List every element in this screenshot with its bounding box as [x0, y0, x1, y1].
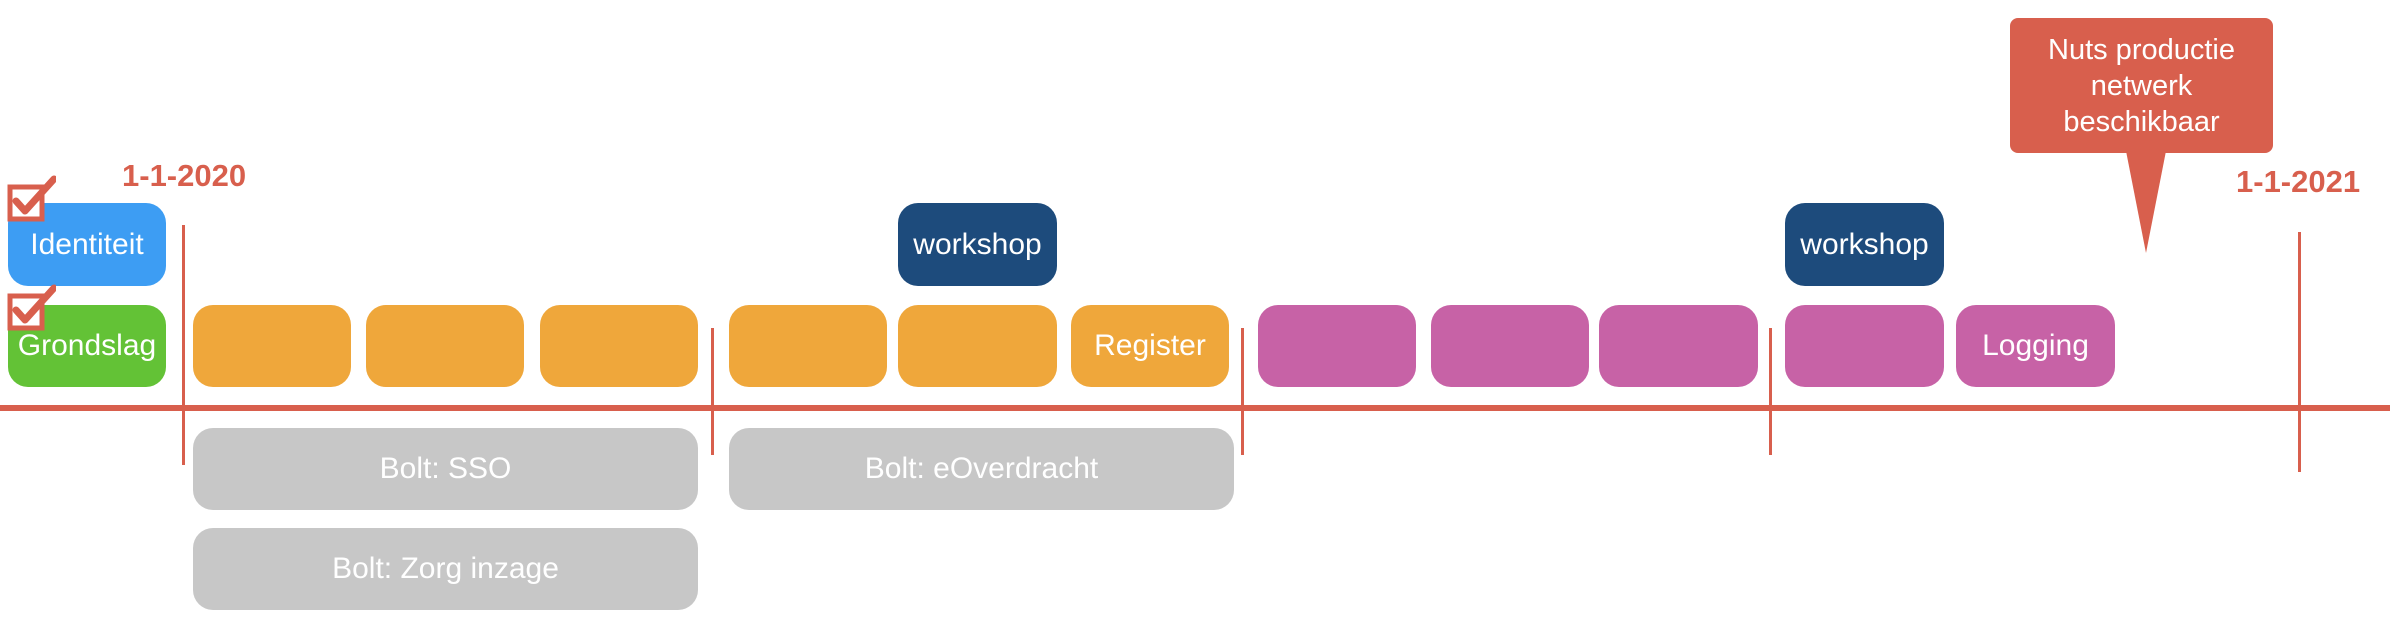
- orange-block: [193, 305, 351, 387]
- logging-label: Logging: [1982, 329, 2089, 362]
- milestone-callout: Nuts productie netwerk beschikbaar: [2010, 18, 2273, 153]
- logging-block: Logging: [1956, 305, 2115, 387]
- timeline-axis: [0, 405, 2390, 411]
- identiteit-block: Identiteit: [8, 203, 166, 286]
- grondslag-label: Grondslag: [17, 329, 157, 362]
- register-label: Register: [1094, 329, 1206, 362]
- register-block: Register: [1071, 305, 1229, 387]
- bolt-sso-bar: Bolt: SSO: [193, 428, 698, 510]
- checkbox-checked-icon: [7, 284, 56, 331]
- bolt-zorg-inzage-bar: Bolt: Zorg inzage: [193, 528, 698, 610]
- start-date-label: 1-1-2020: [122, 158, 247, 193]
- magenta-block: [1785, 305, 1944, 387]
- magenta-block: [1258, 305, 1416, 387]
- orange-block: [729, 305, 887, 387]
- milestone-callout-text: Nuts productie netwerk beschikbaar: [2048, 33, 2235, 138]
- timeline-tick-end: [2298, 232, 2301, 472]
- milestone-callout-pointer: [2126, 151, 2166, 253]
- workshop-block: workshop: [1785, 203, 1944, 286]
- timeline-tick: [711, 328, 714, 455]
- bolt-eoverdracht-bar: Bolt: eOverdracht: [729, 428, 1234, 510]
- bolt-eoverdracht-label: Bolt: eOverdracht: [864, 452, 1099, 485]
- timeline-tick: [1769, 328, 1772, 455]
- timeline-tick: [1241, 328, 1244, 455]
- workshop-block: workshop: [898, 203, 1057, 286]
- bolt-zorg-inzage-label: Bolt: Zorg inzage: [332, 552, 559, 585]
- magenta-block: [1599, 305, 1758, 387]
- workshop-label: workshop: [913, 227, 1042, 261]
- workshop-label: workshop: [1800, 227, 1929, 261]
- orange-block: [898, 305, 1057, 387]
- orange-block: [540, 305, 698, 387]
- checkbox-checked-icon: [7, 175, 56, 222]
- end-date-label: 1-1-2021: [2236, 164, 2361, 199]
- timeline-tick-start: [182, 225, 185, 465]
- bolt-sso-label: Bolt: SSO: [379, 452, 512, 485]
- magenta-block: [1431, 305, 1589, 387]
- orange-block: [366, 305, 524, 387]
- identiteit-label: Identiteit: [30, 227, 144, 261]
